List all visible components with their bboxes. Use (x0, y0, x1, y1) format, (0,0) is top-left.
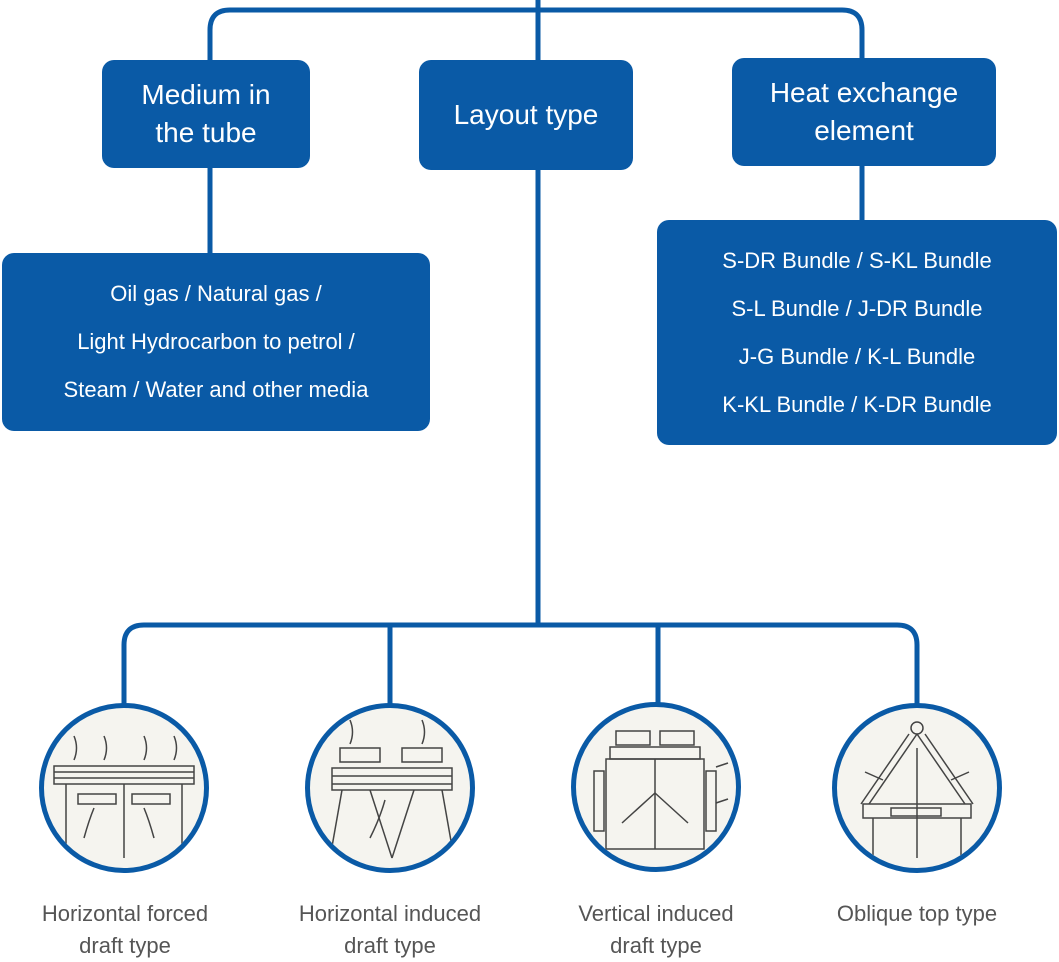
category-medium-in-tube: Medium in the tube (102, 60, 310, 168)
medium-details-box: Oil gas / Natural gas / Light Hydrocarbo… (2, 253, 430, 431)
oblique-top-drawing (832, 703, 1002, 873)
layout-caption-horizontal-forced: Horizontal forced draft type (0, 898, 250, 962)
category-label-line: Layout type (453, 99, 599, 130)
element-details-box: S-DR Bundle / S-KL Bundle S-L Bundle / J… (657, 220, 1057, 445)
caption-line: draft type (344, 933, 436, 958)
category-label-line: the tube (155, 117, 257, 148)
layout-caption-oblique-top: Oblique top type (792, 898, 1042, 930)
caption-line: Oblique top type (836, 901, 998, 926)
category-label-line: Medium in (141, 79, 271, 110)
element-detail-line: K-KL Bundle / K-DR Bundle (722, 391, 992, 417)
caption-line: Horizontal forced (41, 901, 209, 926)
medium-detail-line: Oil gas / Natural gas / (110, 281, 322, 306)
medium-detail-line: Light Hydrocarbon to petrol / (77, 329, 355, 354)
category-layout-type: Layout type (419, 60, 633, 170)
category-label-line: Heat exchange (769, 77, 959, 108)
layout-caption-horizontal-induced: Horizontal induced draft type (265, 898, 515, 962)
caption-line: draft type (79, 933, 171, 958)
horizontal-forced-draft-drawing (39, 703, 209, 873)
layout-caption-vertical-induced: Vertical induced draft type (531, 898, 781, 962)
caption-line: Horizontal induced (298, 901, 482, 926)
category-label-line: element (814, 115, 914, 146)
caption-line: Vertical induced (578, 901, 734, 926)
element-detail-line: J-G Bundle / K-L Bundle (738, 343, 976, 369)
category-heat-exchange-element: Heat exchange element (732, 58, 996, 166)
horizontal-induced-draft-drawing (305, 703, 475, 873)
element-detail-line: S-L Bundle / J-DR Bundle (731, 295, 983, 321)
vertical-induced-draft-drawing (571, 702, 741, 872)
element-detail-line: S-DR Bundle / S-KL Bundle (722, 247, 992, 273)
medium-detail-line: Steam / Water and other media (63, 377, 369, 402)
caption-line: draft type (610, 933, 702, 958)
